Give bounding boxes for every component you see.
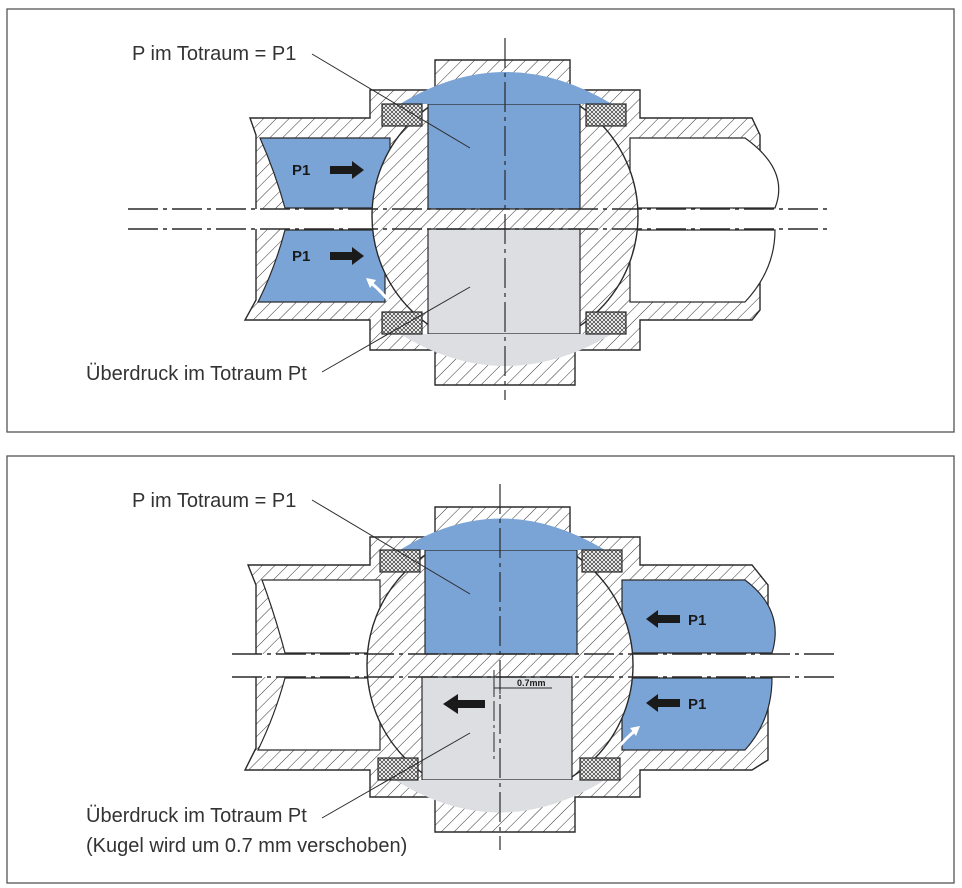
- leader-top: [311, 499, 471, 595]
- inlet-fluid-upper: [259, 137, 391, 209]
- seal-ll: [381, 311, 423, 335]
- panel-1: P1 P1 P im Totraum = P1 Überdruck im Tot…: [6, 8, 955, 433]
- arrow-right-icon: [330, 161, 364, 179]
- p1-label-upper: P1: [688, 612, 706, 629]
- arrow-right-icon: [330, 247, 364, 265]
- p1-label-lower: P1: [688, 696, 706, 713]
- arrow-left-icon: [646, 694, 680, 712]
- label-overpressure: Überdruck im Totraum Pt: [86, 805, 307, 827]
- leader-top: [311, 53, 471, 149]
- label-ball-shift: (Kugel wird um 0.7 mm verschoben): [86, 835, 407, 857]
- cavity-top: [400, 518, 605, 550]
- leader-bottom: [321, 732, 471, 819]
- seal-ul: [379, 549, 421, 573]
- seal-ul: [381, 103, 423, 127]
- dimension-label: 0.7mm: [517, 678, 546, 688]
- outlet-bore: [629, 137, 780, 303]
- outlet-fluid-upper: [621, 579, 776, 654]
- bore-upper: [424, 549, 578, 655]
- arrow-left-icon: [646, 610, 680, 628]
- seal-ur: [581, 549, 623, 573]
- label-overpressure: Überdruck im Totraum Pt: [86, 363, 307, 385]
- cavity-bottom: [400, 334, 612, 366]
- bore-lower: [421, 676, 573, 781]
- seal-ll: [377, 757, 419, 781]
- label-dead-space-pressure: P im Totraum = P1: [132, 43, 296, 65]
- p1-label-lower: P1: [292, 248, 310, 265]
- p1-label-upper: P1: [292, 162, 310, 179]
- seal-lr: [585, 311, 627, 335]
- panel-2: 0.7mm P1 P1 P im Totraum = P1 Überdruck …: [6, 455, 955, 884]
- inlet-bore: [257, 579, 381, 751]
- label-dead-space-pressure: P im Totraum = P1: [132, 490, 296, 512]
- outlet-fluid-lower: [621, 677, 773, 751]
- ball-shift-arrow-icon: [443, 694, 485, 714]
- cavity-top: [400, 72, 612, 104]
- bore-upper: [427, 103, 581, 210]
- seal-ur: [585, 103, 627, 127]
- leader-bottom: [321, 286, 471, 373]
- bore-lower: [427, 228, 581, 335]
- seal-lr: [579, 757, 621, 781]
